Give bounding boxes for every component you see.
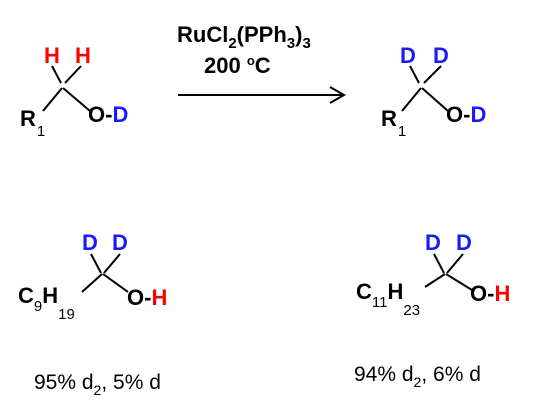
reactant-r-group: R1 [20, 106, 45, 140]
example2-bond-d-left [433, 253, 445, 274]
reaction-conditions: RuCl2(PPh3)3 200 oC [177, 22, 347, 104]
reactant-bond-o [62, 87, 91, 112]
catalyst-label: RuCl2(PPh3)3 [177, 22, 311, 52]
example-decanol: D D C9H19 O-H 95% d2, 5% d [18, 230, 167, 398]
product-bond-d-left [409, 65, 420, 84]
reaction-arrow-head-icon [329, 86, 347, 104]
example-dodecanol: D D C11H23 O-H 94% d2, 6% d [354, 230, 510, 390]
reactant-hydroxyl: O-D [88, 102, 128, 127]
example1-bond-d-right [103, 253, 121, 274]
product-bond-r [401, 87, 422, 112]
reactant-bond-r [42, 87, 63, 112]
example2-hydroxyl: O-H [470, 281, 510, 306]
product-d-right: D [433, 43, 449, 68]
example2-bond-chain [424, 273, 446, 288]
reactant-h-right: H [75, 43, 91, 68]
example2-deuteration-result: 94% d2, 6% d [354, 363, 481, 390]
reactant-bond-h-left [51, 65, 62, 84]
example1-bond-o [102, 273, 129, 293]
example1-bond-d-left [90, 253, 102, 274]
product-hydroxyl: O-D [446, 102, 486, 127]
reactant-bond-h-right [64, 65, 82, 84]
product-molecule: D D R1 O-D [381, 43, 486, 140]
temperature-label: 200 oC [204, 53, 271, 78]
product-r-group: R1 [381, 106, 406, 140]
example1-hydroxyl: O-H [127, 285, 167, 310]
example1-alkyl-chain: C9H19 [18, 283, 75, 323]
example1-bond-chain [81, 273, 103, 293]
example2-alkyl-chain: C11H23 [356, 279, 420, 319]
example2-d-left: D [425, 230, 441, 255]
example2-bond-d-right [446, 253, 464, 274]
example1-d-left: D [82, 230, 98, 255]
example1-d-right: D [112, 230, 128, 255]
example2-d-right: D [456, 230, 472, 255]
product-bond-o [421, 87, 449, 112]
reactant-h-left: H [44, 43, 60, 68]
product-d-left: D [400, 43, 416, 68]
example2-bond-o [445, 273, 473, 291]
reactant-molecule: H H R1 O-D [20, 43, 128, 140]
example1-deuteration-result: 95% d2, 5% d [34, 371, 161, 398]
product-bond-d-right [423, 65, 442, 84]
